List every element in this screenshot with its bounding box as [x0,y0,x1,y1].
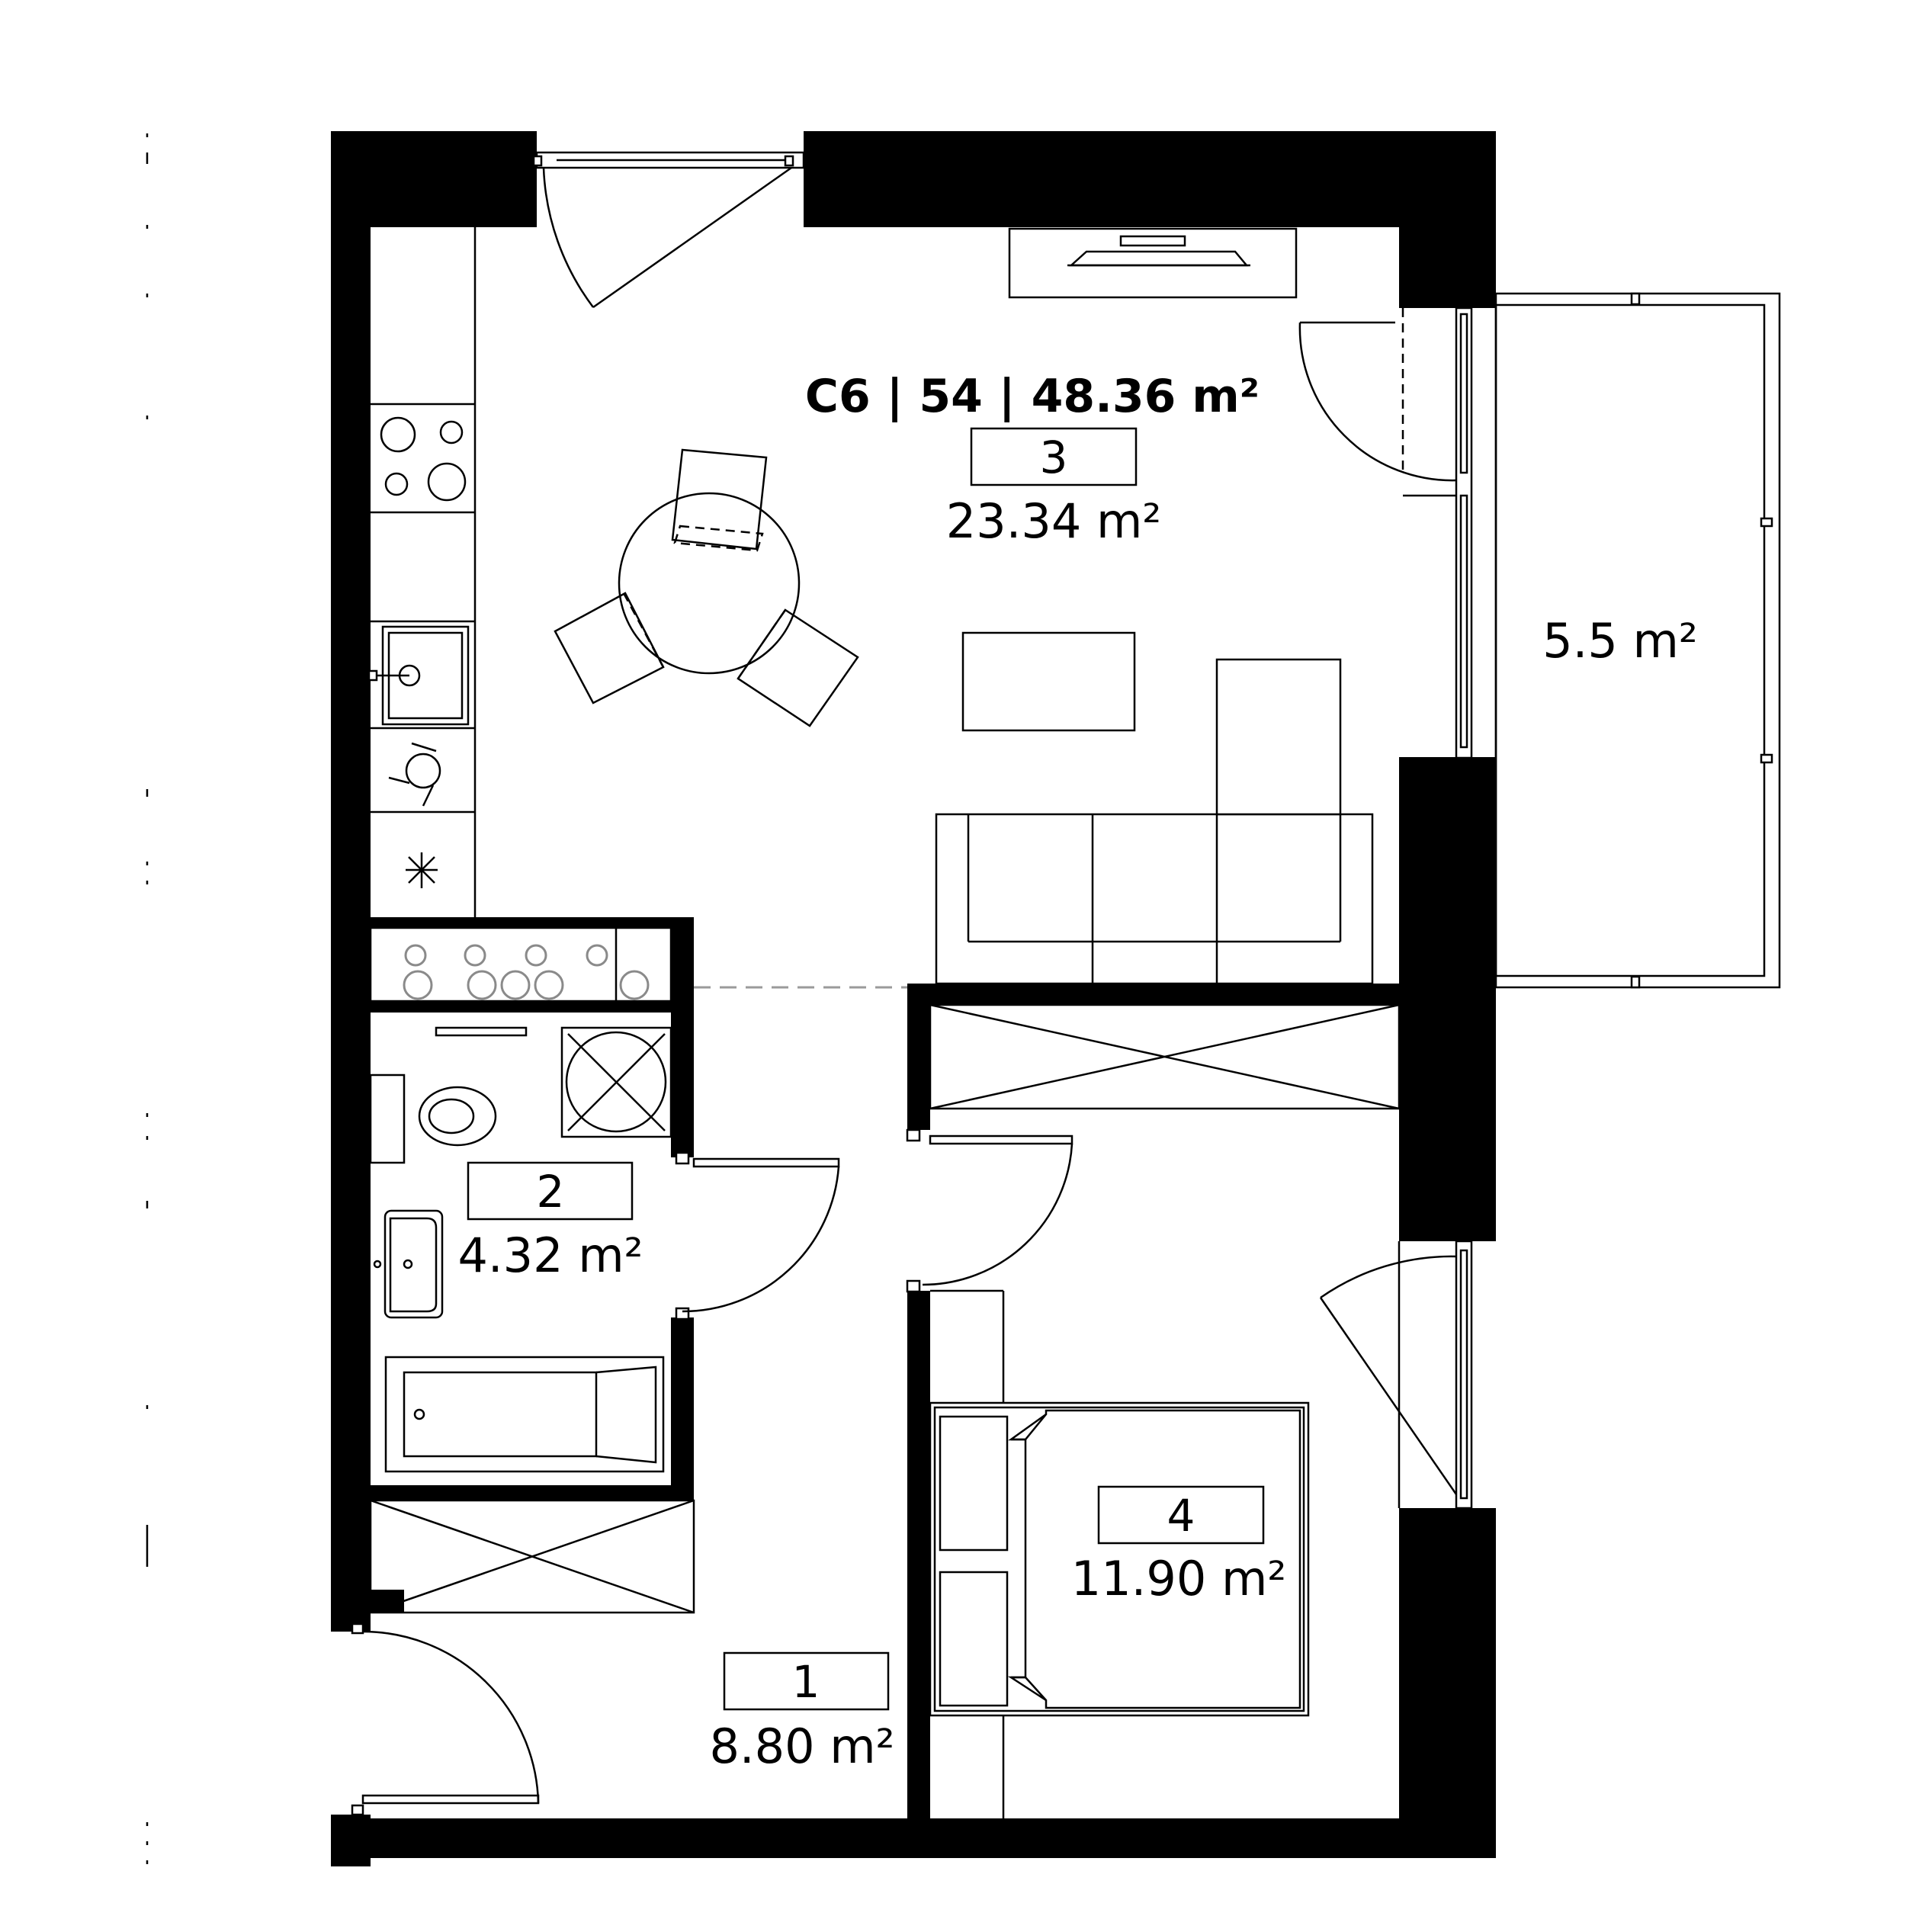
room-4-label: 4 11.90 m² [1071,1485,1286,1606]
balcony [1494,292,1781,989]
balcony-door [1298,306,1473,759]
sofa [935,658,1374,985]
room-1-label: 1 8.80 m² [709,1651,895,1774]
wall-right-top [1399,131,1496,308]
wall-bath-right-lower [671,1317,694,1500]
bedroom-wardrobe [929,1003,1401,1110]
wall-corridor-upper [907,984,930,1130]
wall-top-right [804,131,1496,227]
coffee-table [961,631,1136,732]
room-2-area: 4.32 m² [457,1228,643,1283]
top-window [532,151,805,309]
wall-bath-right-upper [671,917,694,1157]
dishwasher-icon [388,742,441,807]
room-3-label: 3 23.34 m² [946,427,1161,549]
room-1-area: 8.80 m² [709,1719,894,1774]
fridge-icon [406,852,438,888]
room-3-number: 3 [1040,432,1068,483]
wall-storage-top [371,917,694,928]
unit-label: C6 | 54 | 48.36 m² [805,370,1260,423]
wall-entry-stub [371,1590,404,1613]
entry-door [351,1622,540,1816]
wall-wardrobe-top [907,984,1399,1005]
sink-icon [367,625,470,726]
room-2-number: 2 [537,1166,565,1218]
room-1-number: 1 [792,1656,820,1708]
room-2-label: 2 4.32 m² [457,1161,643,1283]
room-3-area: 23.34 m² [946,493,1161,549]
dining-table [554,448,859,727]
wall-bath-bottom [371,1485,694,1500]
wall-corridor-lower [907,1291,930,1818]
tv-unit [1008,227,1298,299]
walls [331,131,1496,1866]
wall-left [331,131,371,1632]
bathroom-fixtures [369,1026,672,1473]
wall-right-middle [1399,757,1496,1241]
bedroom-window [1319,1240,1473,1510]
wall-storage-bottom [371,1001,694,1013]
bed [929,1289,1310,1818]
cooktop-icon [380,416,467,502]
bedroom-door [906,1128,1074,1293]
bathroom-door [675,1151,840,1321]
wall-right-bottom [1399,1508,1496,1858]
kitchen-counter [371,227,477,917]
wall-bottom [331,1818,1496,1858]
room-4-number: 4 [1167,1490,1195,1542]
room-4-area: 11.90 m² [1071,1551,1286,1606]
storage-shelf [369,926,907,1003]
balcony-area: 5.5 m² [1542,613,1698,669]
entry-wardrobe [369,1499,695,1614]
